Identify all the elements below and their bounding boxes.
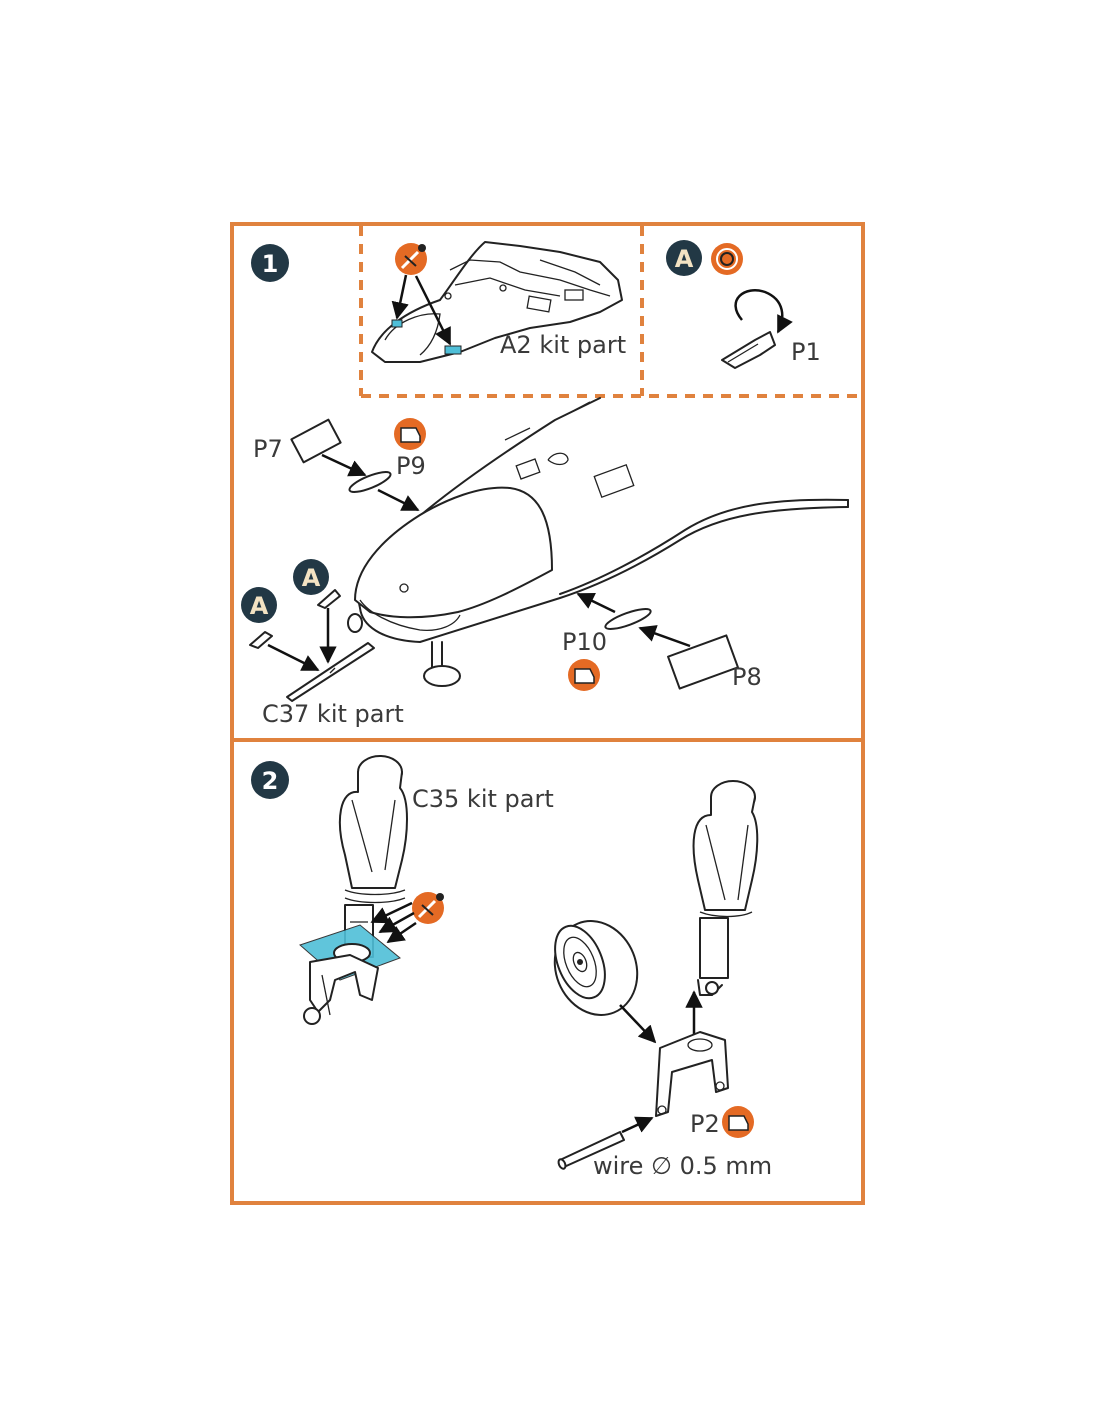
wire-part [557,1131,625,1170]
p10-label: P10 [562,628,607,656]
svg-text:A: A [302,564,321,592]
wheel-part [553,920,639,1016]
step-1-number: 1 [262,250,279,278]
c37-pitot-part [286,642,375,702]
p2-label: P2 [690,1110,720,1138]
c37-kit-part-label: C37 kit part [262,700,404,728]
wire-label: wire ∅ 0.5 mm [593,1152,772,1180]
p10-part [604,608,652,630]
p1-part [721,289,793,369]
svg-text:A: A [675,245,694,273]
step-1: 1 A2 kit part A [241,240,849,728]
p9-label: P9 [396,452,426,480]
mark-a-badge: A [293,559,329,595]
helicopter-fuselage [347,397,849,687]
p7-part [290,418,342,464]
small-bracket-part [317,589,341,609]
step-2-badge: 2 [251,761,289,799]
glue-icon [394,418,426,450]
svg-text:A: A [250,592,269,620]
cut-icon [395,243,427,275]
cut-icon [412,892,444,924]
mark-a-badge: A [241,587,277,623]
step-2-number: 2 [262,767,279,795]
p7-label: P7 [253,435,283,463]
step-1-badge: 1 [251,244,289,282]
small-bracket-part [249,631,273,649]
glue-icon [722,1106,754,1138]
detail-inset-dividers [359,226,860,398]
mark-a-badge: A [666,240,702,276]
p1-label: P1 [791,338,821,366]
glue-icon [568,659,600,691]
assembled-landing-strut [692,780,759,996]
c35-landing-strut [299,755,408,1025]
p2-fork-part [655,1031,729,1117]
c35-kit-part-label: C35 kit part [412,785,554,813]
step-2: 2 C35 kit part [251,755,772,1180]
a2-canopy-part [371,241,623,363]
p8-part [667,634,739,690]
a2-kit-part-label: A2 kit part [500,331,626,359]
step-2-frame [230,738,865,1205]
p8-label: P8 [732,663,762,691]
p9-part [348,471,392,493]
bend-icon [711,243,743,275]
frames [230,222,865,1205]
